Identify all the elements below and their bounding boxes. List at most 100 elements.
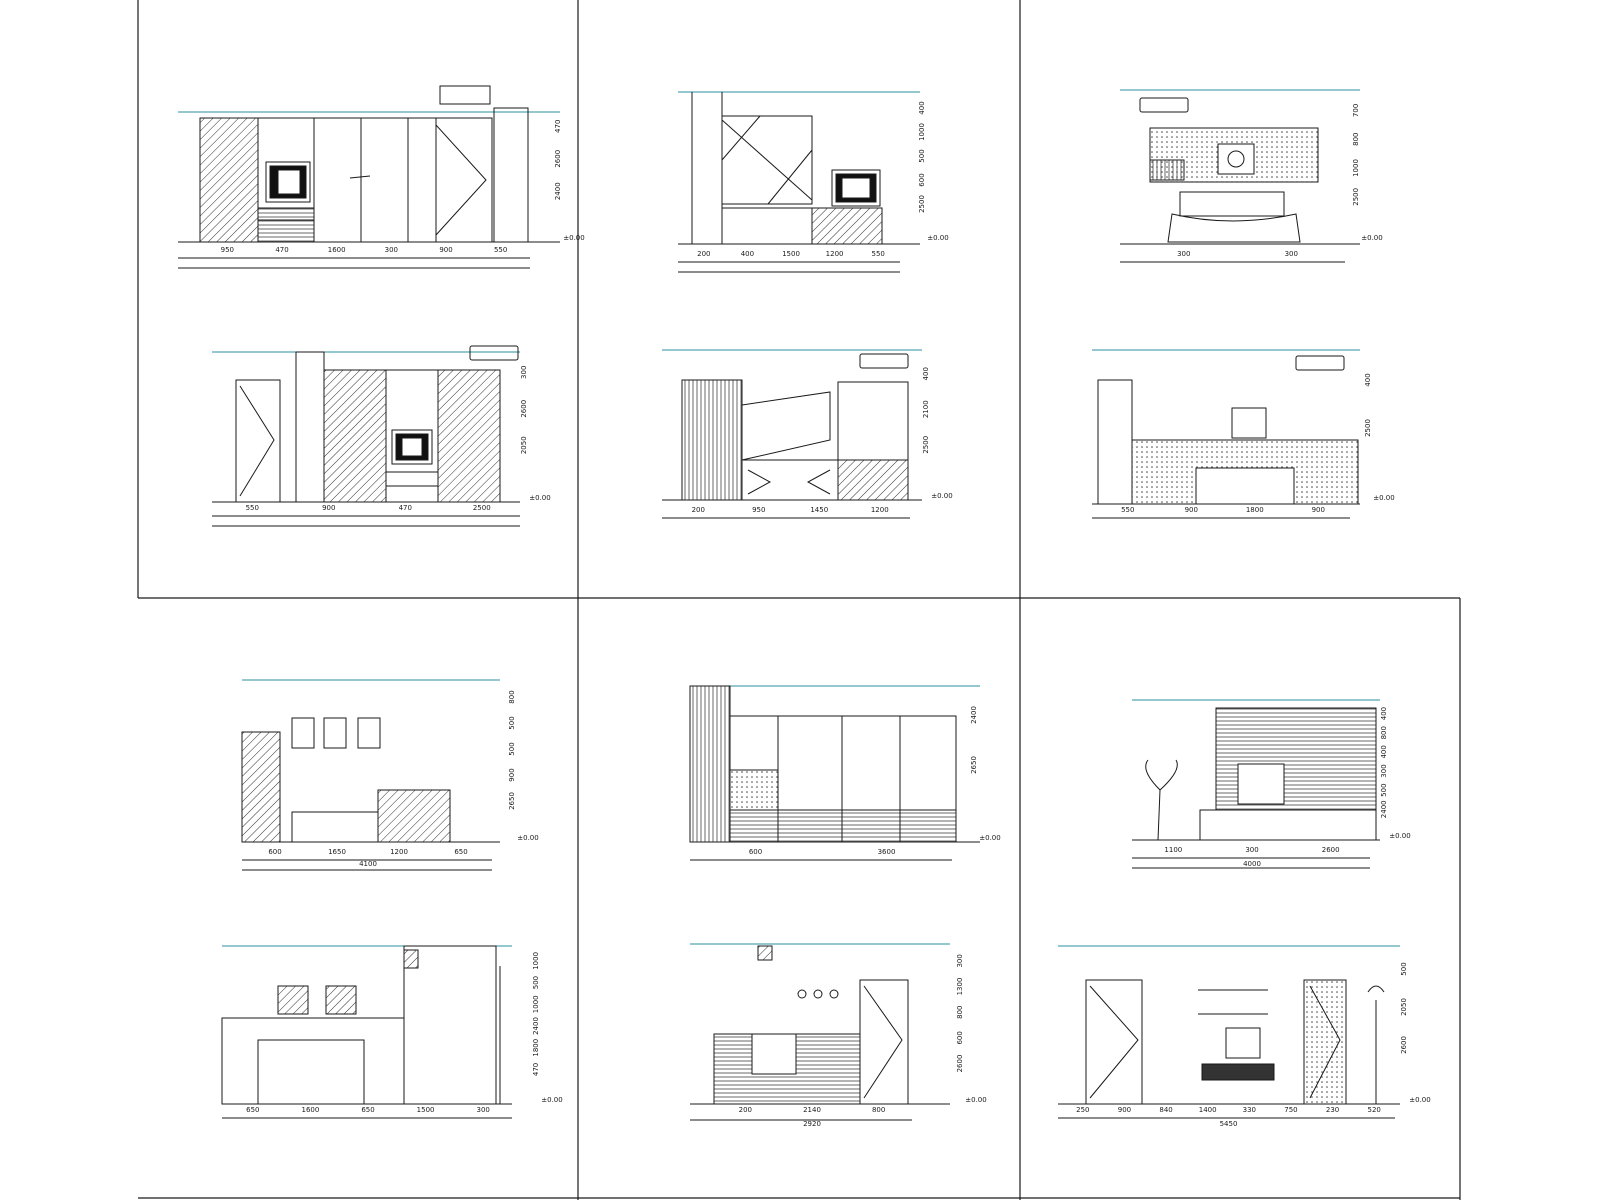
panel-elevation-master-bed	[1120, 89, 1360, 263]
dimension-label: 1200	[390, 848, 408, 856]
panel-elevation-kids-room	[662, 349, 922, 519]
dimension-label: 900	[1185, 506, 1198, 514]
dimension-label: 300	[1177, 250, 1190, 258]
level-datum-label: ±0.00	[927, 234, 948, 242]
panel-elevation-bed-wall	[221, 945, 512, 1119]
panel-elevation-entry-cabinet	[212, 345, 520, 527]
height-dimension-label: 1000	[532, 995, 540, 1013]
dimension-label: 1500	[782, 250, 800, 258]
height-dimension-label: 500	[508, 716, 516, 729]
height-dimension-label: 500	[508, 742, 516, 755]
dimension-label: 650	[454, 848, 467, 856]
dimension-total-label: 4000	[1243, 860, 1261, 868]
height-dimension-label: 470	[532, 1063, 540, 1076]
dimension-label: 750	[1284, 1106, 1297, 1114]
level-datum-label: ±0.00	[931, 492, 952, 500]
dimension-label: 950	[221, 246, 234, 254]
dimension-label: 1600	[328, 246, 346, 254]
height-dimension-label: 800	[956, 1005, 964, 1018]
height-dimension-label: 2600	[520, 400, 528, 418]
dimension-label: 600	[268, 848, 281, 856]
height-dimension-label: 1300	[956, 978, 964, 996]
height-dimension-label: 2400	[1380, 800, 1388, 818]
dimension-label: 900	[1312, 506, 1325, 514]
dimension-label: 470	[399, 504, 412, 512]
height-dimension-label: 400	[1364, 373, 1372, 386]
dimension-label: 300	[477, 1106, 490, 1114]
dimension-label: 250	[1076, 1106, 1089, 1114]
panel-elevation-corridor	[690, 943, 950, 1121]
height-dimension-label: 600	[956, 1031, 964, 1044]
dimension-label: 650	[246, 1106, 259, 1114]
level-datum-label: ±0.00	[517, 834, 538, 842]
level-datum-label: ±0.00	[979, 834, 1000, 842]
height-dimension-label: 700	[1352, 104, 1360, 117]
height-dimension-label: 800	[1380, 726, 1388, 739]
dimension-label: 2500	[473, 504, 491, 512]
dimension-total-label: 5450	[1220, 1120, 1238, 1128]
level-datum-label: ±0.00	[541, 1096, 562, 1104]
height-dimension-label: 300	[1380, 764, 1388, 777]
height-dimension-label: 2050	[1400, 998, 1408, 1016]
dimension-label: 550	[1121, 506, 1134, 514]
dimension-label: 1600	[301, 1106, 319, 1114]
dimension-label: 1200	[871, 506, 889, 514]
height-dimension-label: 2400	[554, 182, 562, 200]
dimension-label: 650	[361, 1106, 374, 1114]
height-dimension-label: 1800	[532, 1039, 540, 1057]
panel-elevation-desk-wall	[1092, 349, 1360, 519]
dimension-label: 1200	[826, 250, 844, 258]
dimension-label: 550	[246, 504, 259, 512]
height-dimension-label: 470	[554, 120, 562, 133]
height-dimension-label: 500	[1380, 783, 1388, 796]
dimension-label: 470	[275, 246, 288, 254]
panel-elevation-study	[678, 91, 920, 273]
height-dimension-label: 500	[918, 149, 926, 162]
height-dimension-label: 2600	[956, 1055, 964, 1073]
height-dimension-label: 900	[508, 768, 516, 781]
dimension-label: 2600	[1322, 846, 1340, 854]
dimension-label: 1650	[328, 848, 346, 856]
height-dimension-label: 400	[1380, 707, 1388, 720]
height-dimension-label: 600	[918, 173, 926, 186]
panel-elevation-living-bg	[1132, 699, 1380, 869]
dimension-label: 520	[1368, 1106, 1381, 1114]
height-dimension-label: 2500	[1364, 419, 1372, 437]
height-dimension-label: 500	[532, 976, 540, 989]
height-dimension-label: 300	[956, 954, 964, 967]
height-dimension-label: 2100	[922, 400, 930, 418]
panel-elevation-living-tv	[178, 85, 560, 269]
height-dimension-label: 2500	[1352, 188, 1360, 206]
level-datum-label: ±0.00	[563, 234, 584, 242]
height-dimension-label: 2650	[508, 792, 516, 810]
dimension-label: 2140	[803, 1106, 821, 1114]
dimension-label: 1800	[1246, 506, 1264, 514]
level-datum-label: ±0.00	[1409, 1096, 1430, 1104]
dimension-label: 900	[1118, 1106, 1131, 1114]
dimension-labels: 950 470 1600 300 900 550 470 2600 2400 ±0.00 200 40…	[221, 101, 1431, 1128]
height-dimension-label: 300	[520, 366, 528, 379]
height-dimension-label: 2600	[554, 150, 562, 168]
height-dimension-label: 800	[1352, 133, 1360, 146]
height-dimension-label: 2600	[1400, 1036, 1408, 1054]
dimension-label: 230	[1326, 1106, 1339, 1114]
dimension-label: 3600	[878, 848, 896, 856]
height-dimension-label: 2650	[970, 756, 978, 774]
dimension-label: 200	[697, 250, 710, 258]
dimension-label: 1400	[1199, 1106, 1217, 1114]
height-dimension-label: 500	[1400, 962, 1408, 975]
height-dimension-label: 2400	[532, 1017, 540, 1035]
panel-elevation-wardrobe	[689, 685, 980, 861]
dimension-label: 300	[1245, 846, 1258, 854]
panel-elevation-study-wall	[1058, 945, 1400, 1119]
height-dimension-label: 1000	[918, 123, 926, 141]
dimension-label: 550	[872, 250, 885, 258]
dimension-label: 330	[1243, 1106, 1256, 1114]
dimension-total-label: 2920	[803, 1120, 821, 1128]
height-dimension-label: 1000	[1352, 159, 1360, 177]
dimension-label: 1500	[417, 1106, 435, 1114]
height-dimension-label: 400	[922, 367, 930, 380]
height-dimension-label: 2400	[970, 706, 978, 724]
dimension-label: 950	[752, 506, 765, 514]
